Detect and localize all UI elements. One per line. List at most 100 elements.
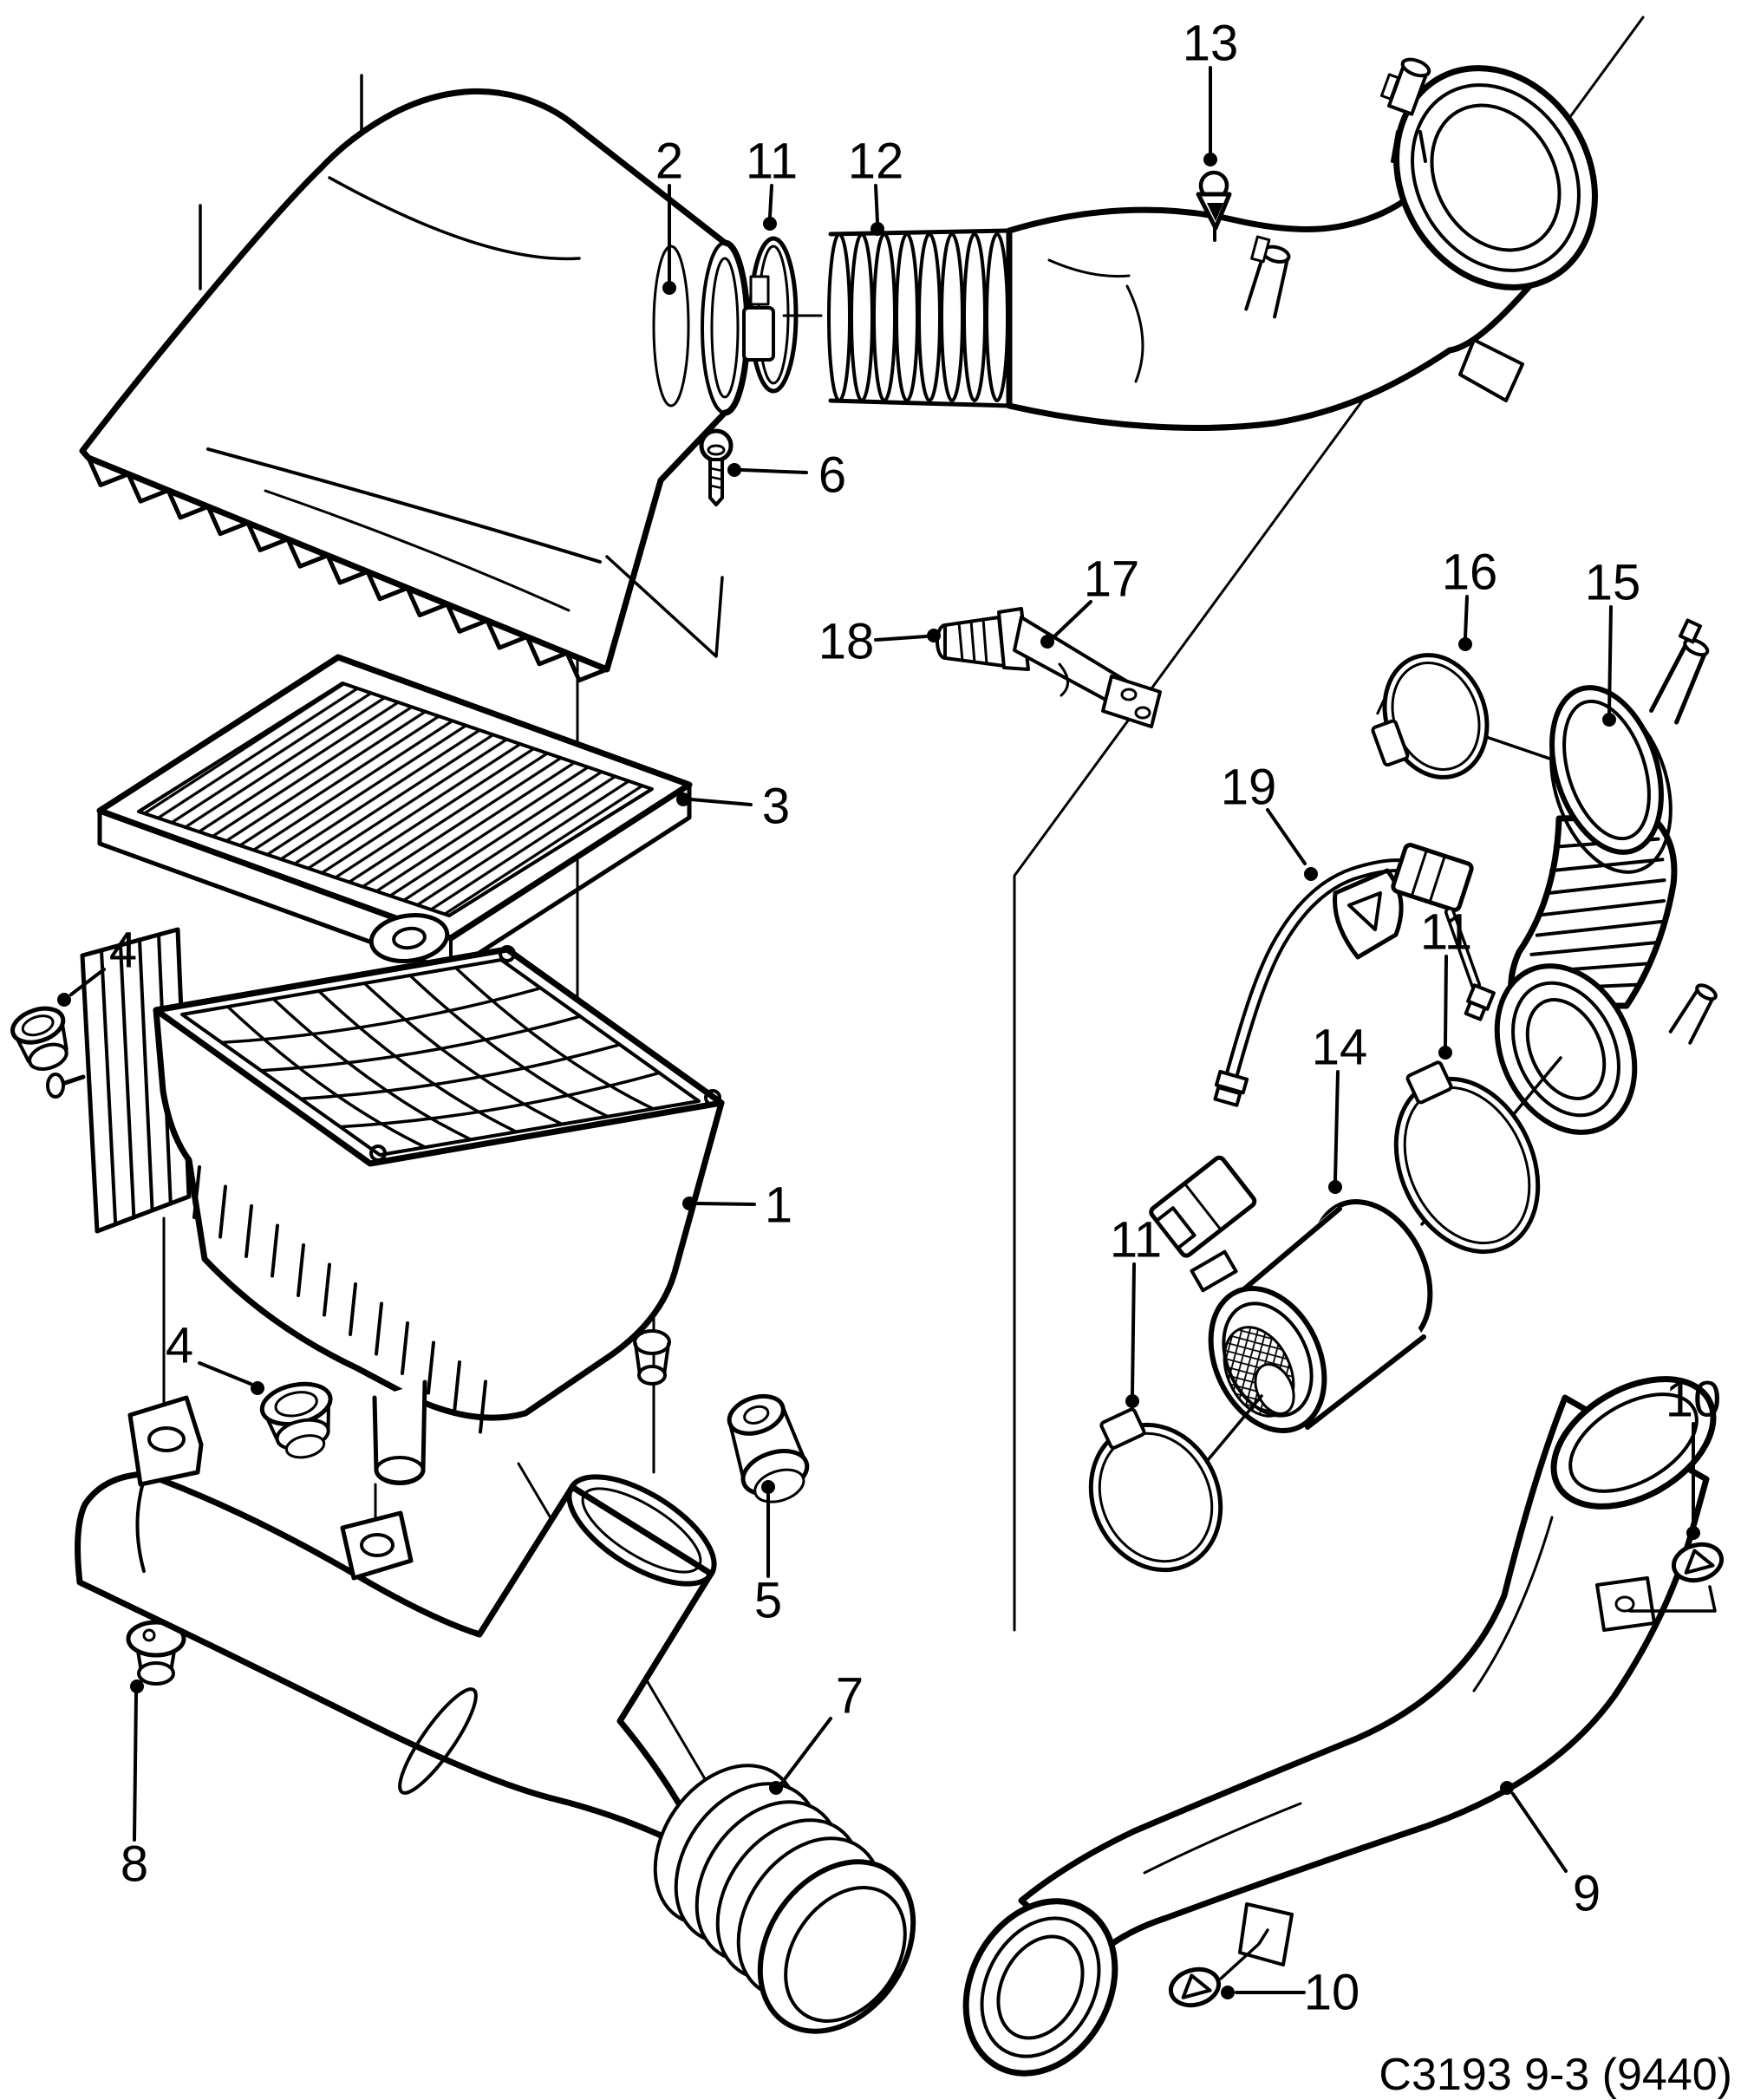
figure-code: C3193 9-3 (9440)	[1379, 2050, 1732, 2100]
pipe-nipple-lower	[1244, 235, 1291, 319]
leader-dot	[1221, 1986, 1235, 1999]
leader-line	[1266, 808, 1307, 865]
leader-line	[1511, 1792, 1568, 1873]
maf-sensor-part14	[1149, 1155, 1433, 1433]
pipe-tab	[1458, 338, 1524, 402]
air-temp-sensor-part17-18	[936, 607, 1162, 728]
grommet-part8	[126, 1620, 186, 1686]
leader-line	[1053, 600, 1092, 638]
intake-duct-part9	[962, 1376, 1717, 2077]
leader-dot	[927, 629, 941, 642]
leader-line	[133, 1692, 138, 1842]
part-number-label: 7	[836, 1668, 864, 1725]
maf-connector	[1149, 1155, 1257, 1258]
duct-bracket-tab	[1595, 1576, 1656, 1632]
clip-part10-lower	[1168, 1928, 1269, 2008]
part-number-label: 4	[109, 923, 137, 979]
part-number-label: 6	[818, 447, 846, 504]
part-number-label: 15	[1585, 555, 1641, 611]
hose-nipple	[1649, 618, 1710, 725]
leader-line	[689, 798, 753, 806]
leader-dot	[1438, 1046, 1452, 1060]
duct7-bellows-end	[757, 1859, 916, 2034]
drain-plug-part13	[1196, 170, 1232, 242]
leader-line	[874, 635, 928, 642]
leader-dot	[727, 463, 741, 477]
leader-dot	[1602, 713, 1616, 727]
leader-line	[874, 184, 879, 224]
part-number-label: 2	[655, 134, 683, 190]
pipe-connector	[1391, 843, 1474, 912]
screw-pointer-line	[605, 555, 724, 658]
grommet-part4-upper	[10, 1006, 68, 1071]
duct-cuff	[962, 1898, 1118, 2077]
leader-line	[198, 1361, 252, 1386]
part-number-label: 14	[1312, 1020, 1368, 1076]
housing-peg	[46, 1073, 65, 1099]
part-number-label: 17	[1084, 551, 1140, 608]
part-number-label: 13	[1183, 16, 1239, 72]
clip-pointer-line	[1219, 1928, 1269, 1980]
duct-bracket-tab	[340, 1510, 414, 1581]
hose-clamp-part11-right	[1393, 1056, 1562, 1255]
leader-line	[695, 1202, 756, 1206]
duct-bracket-tab	[127, 1395, 204, 1487]
part-number-label: 11	[746, 134, 798, 190]
part-number-label: 11	[1110, 1212, 1162, 1268]
resonator-mouth	[1393, 65, 1598, 290]
leader-line	[1444, 955, 1448, 1047]
part-number-label: 10	[1666, 1372, 1722, 1428]
housing-ear	[368, 913, 450, 963]
duct-strap	[398, 1687, 478, 1795]
vacuum-pipe-part19	[1213, 843, 1496, 1107]
part-number-label: 4	[166, 1318, 193, 1374]
leader-dot	[251, 1381, 264, 1395]
cover-rib-edge	[86, 455, 610, 683]
intake-pipe-resonator	[1006, 57, 1598, 431]
part-number-label: 8	[121, 1836, 148, 1893]
housing-drain	[372, 1379, 427, 1485]
air-intake-hose-part15	[1494, 618, 1718, 1135]
leader-dot	[1203, 153, 1217, 166]
leader-line	[740, 468, 808, 474]
leader-line	[1333, 1070, 1340, 1182]
leader-dot	[761, 1480, 775, 1494]
leader-dot	[1458, 637, 1472, 651]
leader-dot	[1686, 1526, 1700, 1540]
clip-part10-upper	[1628, 1542, 1725, 1613]
leader-dot	[1500, 1781, 1514, 1795]
leader-dot	[682, 1197, 696, 1210]
grommet-part4-lower	[259, 1381, 333, 1459]
housing-lattice	[219, 966, 662, 1149]
sensor-bracket-foot	[1101, 675, 1162, 728]
leader-line	[69, 968, 106, 996]
hose-clamp-part11-left	[1088, 1394, 1263, 1573]
duct-flare	[1550, 1376, 1717, 1510]
part-number-label: 16	[1442, 545, 1498, 601]
part-number-label: 10	[1304, 1965, 1360, 2021]
leader-dot	[769, 1781, 783, 1795]
pipe-ferrule	[1213, 1069, 1249, 1107]
part-number-label: 12	[848, 134, 904, 190]
hose-stub	[1668, 983, 1718, 1045]
clip-pointer-line	[1628, 1585, 1717, 1613]
part-number-label: 5	[754, 1573, 782, 1629]
hose-clamp-part11-cover	[742, 236, 799, 394]
pipe-end-fitting	[1464, 983, 1496, 1021]
part-number-label: 18	[818, 614, 875, 670]
leader-line	[1131, 1262, 1136, 1396]
filter-pleats	[137, 682, 654, 917]
part-number-label: 19	[1221, 760, 1277, 816]
corrugated-hose-part12	[827, 228, 1012, 408]
leader-line	[1607, 605, 1613, 714]
part-number-label: 3	[762, 779, 790, 835]
leader-dot	[1328, 1180, 1342, 1194]
leader-dot	[57, 993, 71, 1007]
leader-line	[1464, 595, 1469, 639]
leader-line	[768, 184, 773, 218]
screw-part6	[605, 428, 734, 658]
duct-inlet-rim	[566, 1474, 717, 1587]
leader-dot	[676, 792, 690, 806]
